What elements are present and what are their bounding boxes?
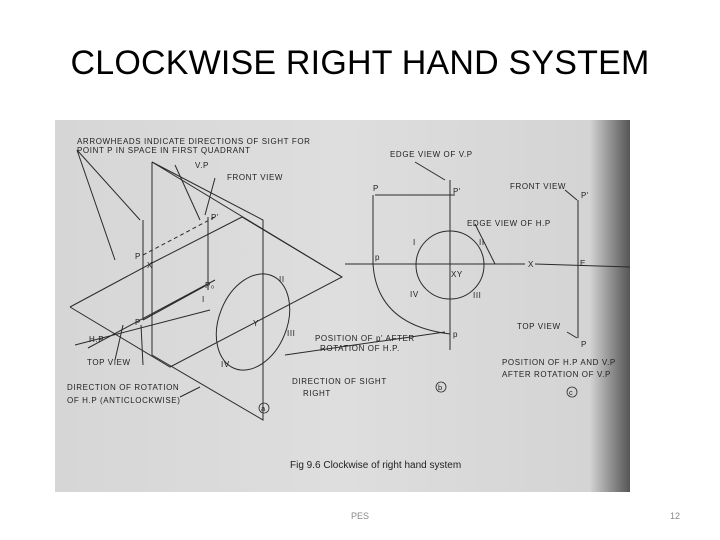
panel-a-front-view-label: FRONT VIEW	[227, 173, 283, 182]
panel-b-tag: b	[438, 383, 442, 392]
figure-drawing: ARROWHEADS INDICATE DIRECTIONS OF SIGHT …	[55, 120, 631, 492]
panel-a-quadrant-4: IV	[221, 360, 230, 369]
panel-c-tag: c	[569, 388, 573, 397]
panel-b-position-line1: POSITION OF p' AFTER	[315, 334, 415, 343]
panel-b-quadrant-3: III	[473, 291, 481, 300]
panel-a-drawing	[69, 149, 344, 421]
panel-b-point-p-prime: P'	[453, 187, 461, 196]
panel-b-point-p-bottom: p	[453, 330, 458, 339]
panel-a-hp-label: H.P	[89, 335, 104, 344]
slide-number: 12	[669, 511, 680, 521]
panel-a-point-p-front: P'	[211, 213, 219, 222]
panel-b-edge-hp-label: EDGE VIEW OF H.P	[467, 219, 551, 228]
scan-background	[55, 120, 630, 492]
panel-a-quadrant-1: I	[202, 295, 205, 304]
panel-b-point-p: P	[373, 184, 379, 193]
panel-a-tag-circle	[258, 402, 270, 414]
panel-a-x-label: X	[147, 261, 153, 270]
panel-c-position-line2: AFTER ROTATION OF V.P	[502, 370, 611, 379]
panel-b-quadrant-2: II	[479, 238, 485, 247]
figure-caption: Fig 9.6 Clockwise of right hand system	[290, 460, 461, 471]
slide-title: CLOCKWISE RIGHT HAND SYSTEM	[70, 44, 650, 82]
panel-b-drawing	[74, 161, 631, 356]
panel-a-point-po: P₀	[205, 281, 215, 290]
panel-a-rotation-line1: DIRECTION OF ROTATION	[67, 383, 179, 392]
panel-c-top-view-label: TOP VIEW	[517, 322, 561, 331]
panel-c-position-line1: POSITION OF H.P AND V.P	[502, 358, 616, 367]
panel-b-position-line2: ROTATION OF H.P.	[320, 344, 400, 353]
panel-b-quadrant-1: I	[413, 238, 416, 247]
panel-c-tag-circle	[566, 386, 578, 398]
panel-b-sight-line2: RIGHT	[303, 389, 331, 398]
panel-c-point-p-prime: P'	[581, 191, 589, 200]
panel-a-note-line1: ARROWHEADS INDICATE DIRECTIONS OF SIGHT …	[77, 137, 311, 146]
panel-c-front-view-label: FRONT VIEW	[510, 182, 566, 191]
panel-a-rotation-line2: OF H.P (ANTICLOCKWISE)	[67, 396, 181, 405]
scanned-figure: ARROWHEADS INDICATE DIRECTIONS OF SIGHT …	[55, 120, 631, 492]
panel-b-tag-circle	[435, 381, 447, 393]
panel-b-edge-vp-label: EDGE VIEW OF V.P	[390, 150, 473, 159]
panel-a-y-label: Y	[253, 319, 259, 328]
panel-a-vp-label: V.P	[195, 161, 209, 170]
panel-a-note-line2: POINT P IN SPACE IN FIRST QUADRANT	[77, 146, 251, 155]
panel-b-sight-line1: DIRECTION OF SIGHT	[292, 377, 387, 386]
panel-a-quadrant-2: II	[279, 275, 285, 284]
panel-b-x-label: X	[528, 260, 534, 269]
panel-a-top-view-label: TOP VIEW	[87, 358, 131, 367]
panel-b-xy-label: XY	[451, 270, 463, 279]
slide-footer: PES	[350, 511, 369, 521]
panel-b-quadrant-4: IV	[410, 290, 419, 299]
panel-a-tag: a	[261, 404, 266, 413]
panel-a-point-p-top: P	[135, 318, 141, 327]
panel-a-point-p: P	[135, 252, 141, 261]
panel-a-quadrant-3: III	[287, 329, 295, 338]
panel-c-point-p: P	[581, 340, 587, 349]
panel-b-point-p-left: p	[375, 253, 380, 262]
panel-c-e-label: E	[580, 259, 586, 268]
